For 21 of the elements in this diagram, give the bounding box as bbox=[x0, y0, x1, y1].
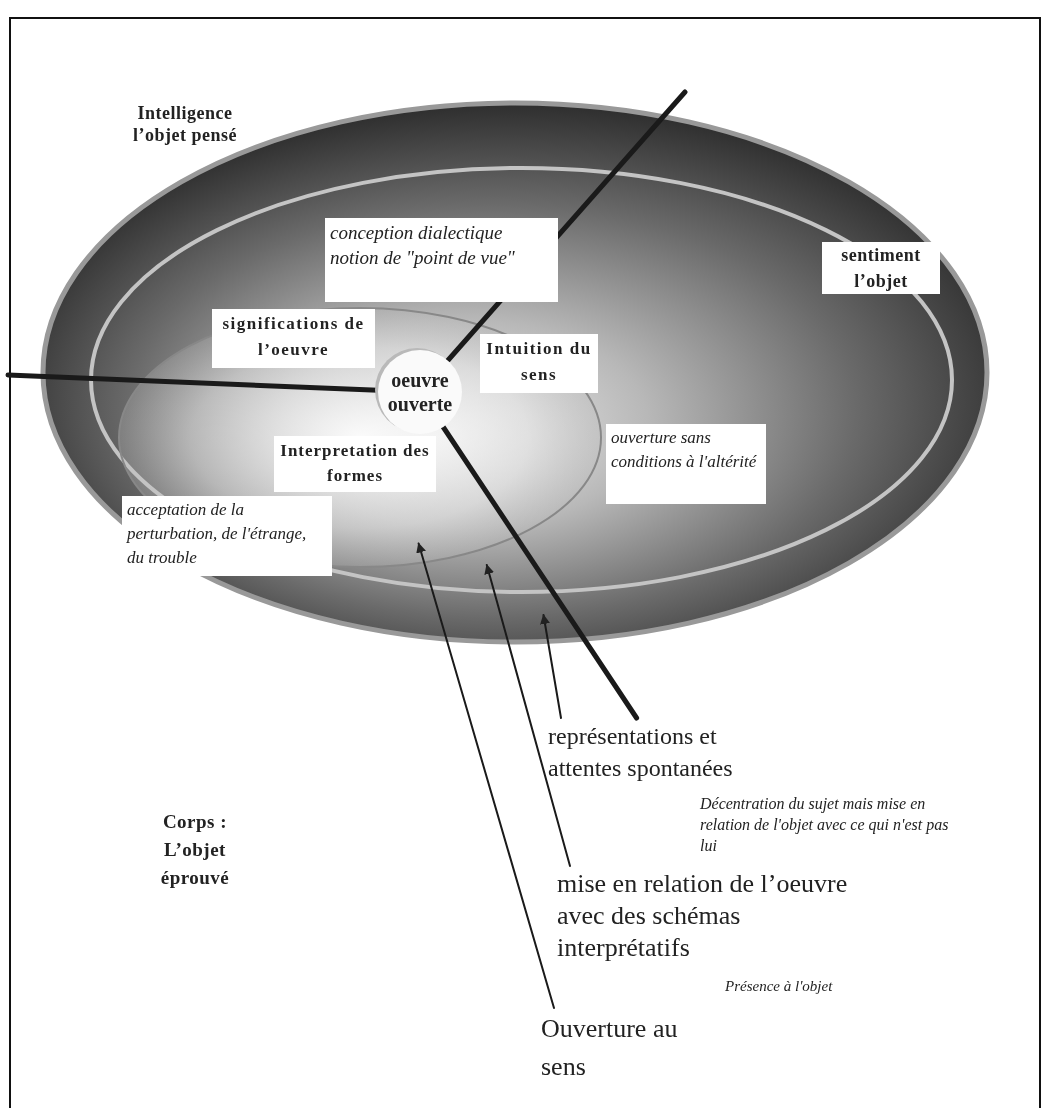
arrow bbox=[484, 563, 571, 867]
sector-divider-line bbox=[440, 424, 640, 721]
note-box: conception dialectique notion de "point de vue" bbox=[325, 218, 558, 302]
sector-label: Intuition du sens bbox=[480, 334, 598, 393]
note: Décentration du sujet mais mise en relation de l'objet avec ce qui n'est pas lui bbox=[700, 794, 950, 856]
note-box: acceptation de la perturbation, de l'étrange, du trouble bbox=[122, 496, 332, 576]
sector-label: Interpretation des formes bbox=[274, 436, 436, 492]
annotation-text: représentations et attentes spontanées bbox=[543, 718, 778, 790]
annotation-text: Ouverture au sens bbox=[536, 1008, 706, 1094]
ring-ellipse bbox=[40, 100, 990, 645]
center-label: oeuvre ouverte bbox=[386, 368, 454, 416]
sector-label: significations de l’oeuvre bbox=[212, 309, 375, 368]
annotation-text: mise en relation de l’oeuvre avec des schémas interprétatifs bbox=[552, 866, 862, 970]
note-box: ouverture sans conditions à l'altérité bbox=[606, 424, 766, 504]
axis-label: sentiment l’objet bbox=[822, 242, 940, 294]
note: Présence à l'objet bbox=[725, 977, 834, 996]
arrow bbox=[540, 614, 562, 719]
arrow bbox=[416, 542, 555, 1009]
axis-label: Intelligence l’objet pensé bbox=[132, 102, 238, 146]
ring-ellipse bbox=[88, 165, 955, 595]
axis-label: Corps : L’objet éprouvé bbox=[159, 810, 231, 890]
